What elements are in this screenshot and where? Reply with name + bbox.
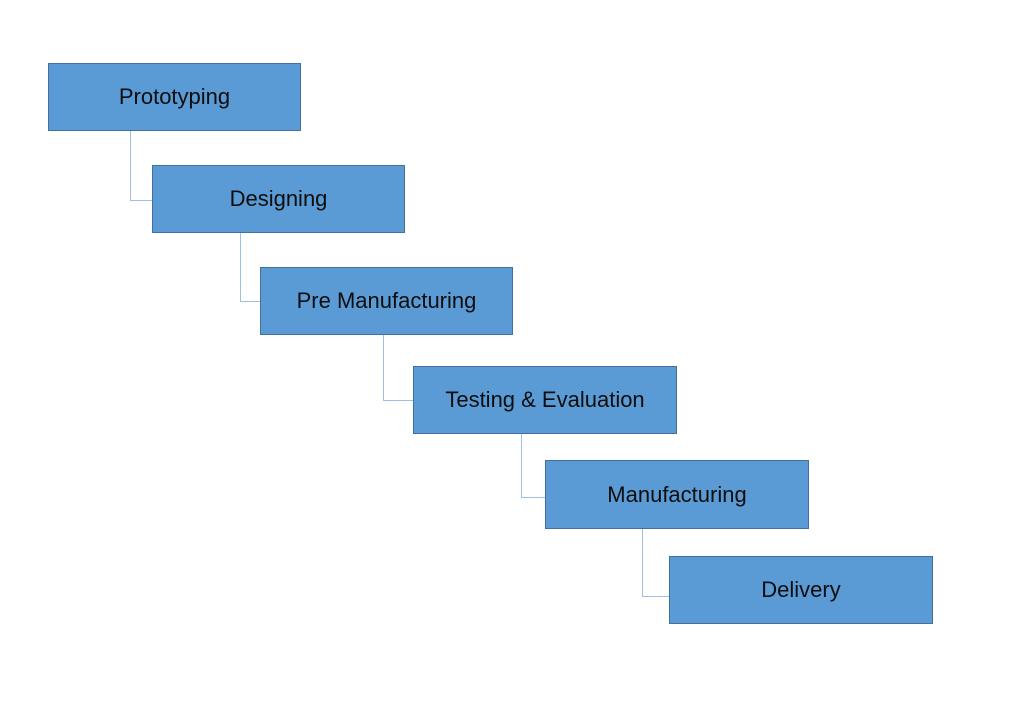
step-label: Manufacturing [607, 481, 747, 507]
step-prototyping: Prototyping [48, 63, 301, 131]
step-testing-evaluation: Testing & Evaluation [413, 366, 677, 434]
step-pre-manufacturing: Pre Manufacturing [260, 267, 513, 335]
step-designing: Designing [152, 165, 405, 233]
step-label: Testing & Evaluation [445, 387, 645, 412]
connector-designing-pre-manufacturing [240, 233, 260, 302]
connector-testing-manufacturing [521, 434, 545, 498]
connector-prototyping-designing [130, 131, 152, 201]
step-label: Pre Manufacturing [296, 288, 477, 313]
connector-pre-manufacturing-testing [383, 335, 413, 401]
step-manufacturing: Manufacturing [545, 460, 809, 529]
step-label: Designing [229, 186, 328, 211]
connector-manufacturing-delivery [642, 529, 669, 597]
step-label: Delivery [761, 577, 841, 602]
step-delivery: Delivery [669, 556, 933, 624]
step-label: Prototyping [118, 84, 231, 109]
